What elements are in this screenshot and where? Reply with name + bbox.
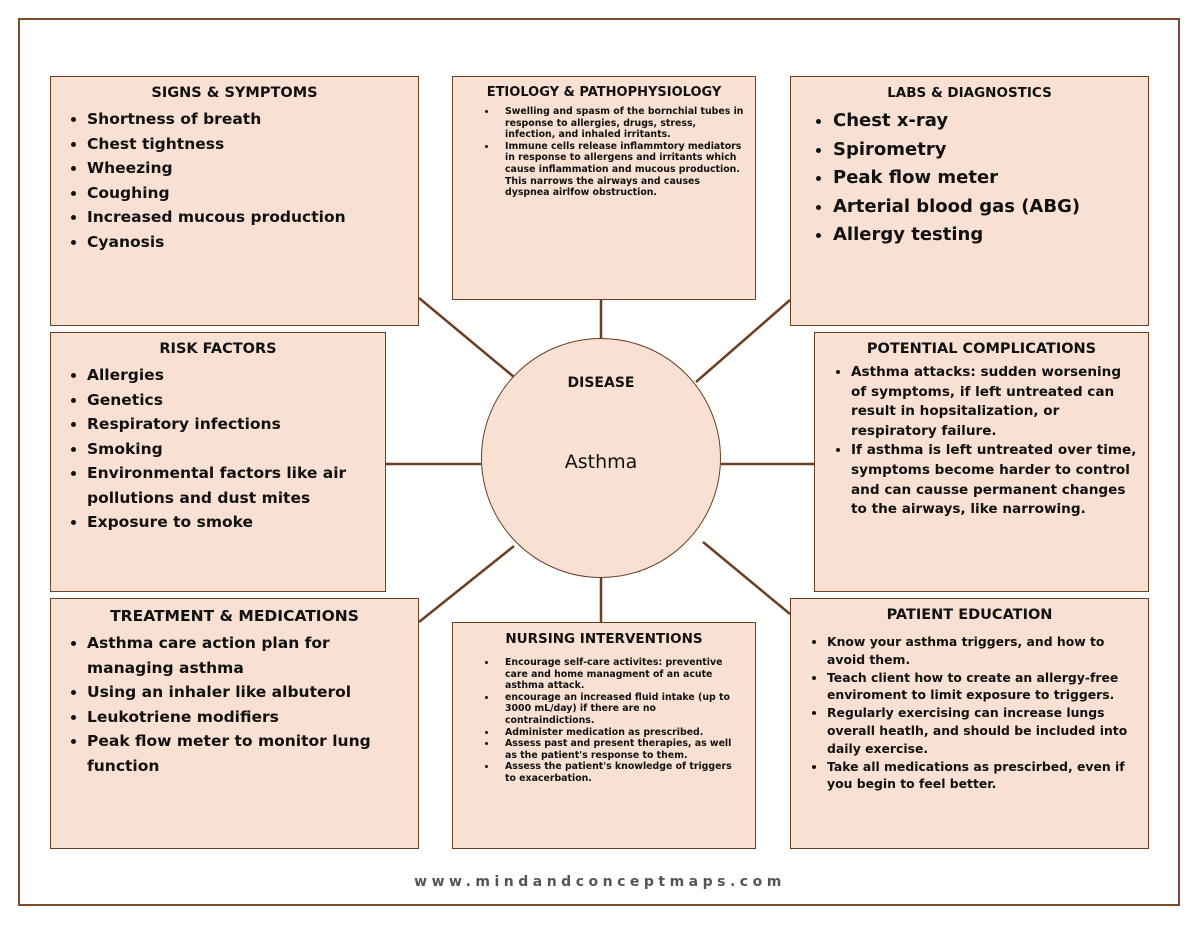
list-item: Swelling and spasm of the bornchial tube…	[497, 106, 745, 141]
connector-top-right	[695, 299, 791, 383]
list-item: Shortness of breath	[87, 107, 408, 132]
patient-education-box: PATIENT EDUCATION Know your asthma trigg…	[790, 598, 1149, 849]
labs-diagnostics-box: LABS & DIAGNOSTICS Chest x-ray Spirometr…	[790, 76, 1149, 326]
list-item: Allergies	[87, 363, 375, 388]
box-title: TREATMENT & MEDICATIONS	[110, 607, 359, 625]
list-item: Coughing	[87, 181, 408, 206]
list-item: Immune cells release inflammtory mediato…	[497, 141, 745, 199]
list-item: Teach client how to create an allergy-fr…	[827, 669, 1138, 705]
etiology-list: Swelling and spasm of the bornchial tube…	[463, 106, 745, 199]
list-item: Assess past and present therapies, as we…	[497, 738, 745, 761]
list-item: Respiratory infections	[87, 412, 375, 437]
complications-list: Asthma attacks: sudden worsening of symp…	[825, 363, 1138, 520]
etiology-box: ETIOLOGY & PATHOPHYSIOLOGY Swelling and …	[452, 76, 756, 300]
list-item: Know your asthma triggers, and how to av…	[827, 633, 1138, 669]
list-item: encourage an increased fluid intake (up …	[497, 692, 745, 727]
list-item: Exposure to smoke	[87, 510, 375, 535]
list-item: Using an inhaler like albuterol	[87, 680, 408, 705]
center-disease-node: DISEASE Asthma	[481, 338, 721, 578]
signs-symptoms-box: SIGNS & SYMPTOMS Shortness of breath Che…	[50, 76, 419, 326]
box-title: LABS & DIAGNOSTICS	[887, 85, 1052, 101]
list-item: Peak flow meter to monitor lung function	[87, 729, 408, 778]
list-item: Chest x-ray	[833, 107, 1138, 136]
connector-bottom-right	[702, 541, 791, 615]
list-item: Assess the patient's knowledge of trigge…	[497, 761, 745, 784]
list-item: Arterial blood gas (ABG)	[833, 193, 1138, 222]
connector-top-left	[418, 297, 515, 378]
box-title: NURSING INTERVENTIONS	[505, 631, 703, 647]
risk-list: Allergies Genetics Respiratory infection…	[61, 363, 375, 535]
list-item: Environmental factors like air pollution…	[87, 461, 375, 510]
risk-factors-box: RISK FACTORS Allergies Genetics Respirat…	[50, 332, 386, 592]
box-title: RISK FACTORS	[159, 341, 277, 357]
box-title: PATIENT EDUCATION	[886, 607, 1053, 623]
nursing-list: Encourage self-care activites: preventiv…	[463, 657, 745, 785]
list-item: Asthma care action plan for managing ast…	[87, 631, 408, 680]
list-item: Chest tightness	[87, 132, 408, 157]
box-title: POTENTIAL COMPLICATIONS	[866, 341, 1097, 357]
disease-label: DISEASE	[567, 375, 635, 391]
list-item: Increased mucous production	[87, 205, 408, 230]
list-item: Spirometry	[833, 136, 1138, 165]
list-item: If asthma is left untreated over time, s…	[851, 441, 1138, 519]
list-item: Wheezing	[87, 156, 408, 181]
list-item: Cyanosis	[87, 230, 408, 255]
list-item: Genetics	[87, 388, 375, 413]
list-item: Leukotriene modifiers	[87, 705, 408, 730]
nursing-interventions-box: NURSING INTERVENTIONS Encourage self-car…	[452, 622, 756, 849]
list-item: Encourage self-care activites: preventiv…	[497, 657, 745, 692]
box-title: SIGNS & SYMPTOMS	[151, 85, 318, 101]
page-frame	[18, 18, 1180, 906]
treatment-medications-box: TREATMENT & MEDICATIONS Asthma care acti…	[50, 598, 419, 849]
list-item: Administer medication as prescribed.	[497, 727, 745, 739]
list-item: Take all medications as prescirbed, even…	[827, 758, 1138, 794]
list-item: Allergy testing	[833, 221, 1138, 250]
list-item: Asthma attacks: sudden worsening of symp…	[851, 363, 1138, 441]
list-item: Regularly exercising can increase lungs …	[827, 704, 1138, 757]
list-item: Peak flow meter	[833, 164, 1138, 193]
box-title: ETIOLOGY & PATHOPHYSIOLOGY	[486, 85, 722, 100]
website-footer: www.mindandconceptmaps.com	[414, 874, 786, 890]
treatment-list: Asthma care action plan for managing ast…	[61, 631, 408, 778]
list-item: Smoking	[87, 437, 375, 462]
disease-name: Asthma	[564, 451, 638, 473]
connector-bottom-left	[418, 545, 515, 623]
signs-list: Shortness of breath Chest tightness Whee…	[61, 107, 408, 254]
education-list: Know your asthma triggers, and how to av…	[801, 633, 1138, 793]
complications-box: POTENTIAL COMPLICATIONS Asthma attacks: …	[814, 332, 1149, 592]
labs-list: Chest x-ray Spirometry Peak flow meter A…	[801, 107, 1138, 250]
